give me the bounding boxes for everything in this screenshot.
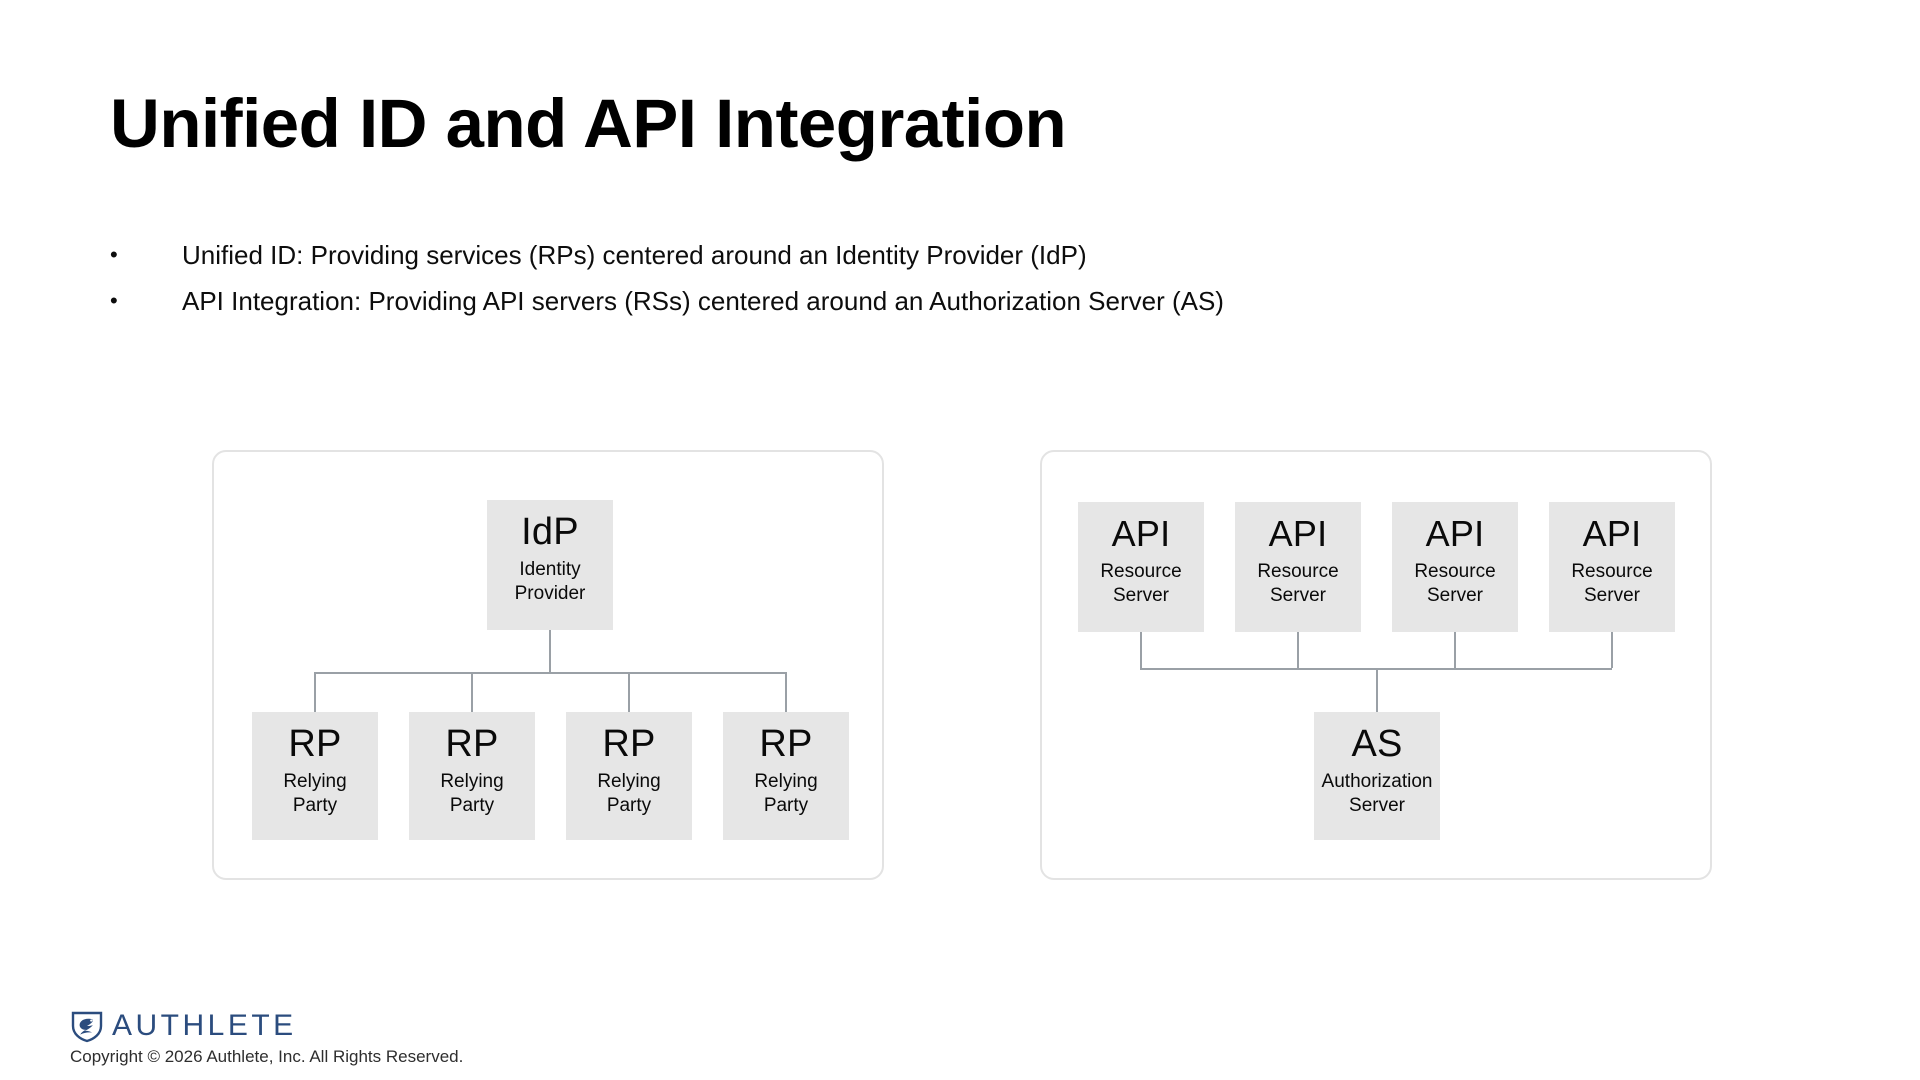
node-rp-4-abbr: RP — [759, 723, 813, 765]
unified-id-diagram: IdP Identity Provider RP Relying Party R… — [214, 452, 882, 878]
bullet-marker-icon: • — [110, 242, 118, 267]
brand-logo: AUTHLETE — [70, 1008, 770, 1044]
node-api-1-subtitle: Resource Server — [1100, 561, 1182, 606]
node-rp-2: RP Relying Party — [409, 712, 535, 840]
bullet-text-1: Unified ID: Providing services (RPs) cen… — [182, 240, 1087, 270]
node-rp-1: RP Relying Party — [252, 712, 378, 840]
node-idp-abbr: IdP — [521, 511, 579, 553]
authlete-shield-icon — [70, 1009, 104, 1043]
page-title: Unified ID and API Integration — [110, 85, 1067, 162]
unified-id-panel: IdP Identity Provider RP Relying Party R… — [212, 450, 884, 880]
node-rp-3-abbr: RP — [602, 723, 656, 765]
brand-logo-text: AUTHLETE — [112, 1009, 297, 1042]
node-api-2-abbr: API — [1268, 513, 1328, 554]
connector-drop-4 — [785, 672, 787, 712]
node-api-3-subtitle: Resource Server — [1414, 561, 1496, 606]
node-idp: IdP Identity Provider — [487, 500, 613, 630]
node-api-2: API Resource Server — [1235, 502, 1361, 632]
slide-footer: AUTHLETE Copyright © 2026 Authlete, Inc.… — [70, 1008, 770, 1068]
connector-drop-2 — [1297, 632, 1299, 668]
connector-root-stem — [549, 630, 551, 672]
node-api-4-subtitle: Resource Server — [1571, 561, 1653, 606]
node-rp-3: RP Relying Party — [566, 712, 692, 840]
bullet-marker-icon: • — [110, 288, 118, 313]
node-api-1-abbr: API — [1111, 513, 1171, 554]
node-as: AS Authorization Server — [1314, 712, 1440, 840]
node-as-abbr: AS — [1351, 723, 1403, 765]
connector-drop-1 — [1140, 632, 1142, 668]
api-integration-diagram: API Resource Server API Resource Server … — [1042, 452, 1710, 878]
node-rp-1-abbr: RP — [288, 723, 342, 765]
node-api-4-abbr: API — [1582, 513, 1642, 554]
node-rp-1-subtitle: Relying Party — [283, 771, 347, 816]
node-rp-2-subtitle: Relying Party — [440, 771, 504, 816]
node-as-subtitle: Authorization Server — [1321, 771, 1433, 816]
node-idp-subtitle: Identity Provider — [514, 559, 586, 604]
node-api-4: API Resource Server — [1549, 502, 1675, 632]
bullet-text-2: API Integration: Providing API servers (… — [182, 286, 1224, 316]
bullet-list: • Unified ID: Providing services (RPs) c… — [110, 232, 1610, 324]
node-rp-2-abbr: RP — [445, 723, 499, 765]
copyright-text: Copyright © 2026 Authlete, Inc. All Righ… — [70, 1047, 464, 1066]
node-rp-4-subtitle: Relying Party — [754, 771, 818, 816]
node-api-3: API Resource Server — [1392, 502, 1518, 632]
connector-drop-3 — [1454, 632, 1456, 668]
connector-drop-3 — [628, 672, 630, 712]
bullet-item-2: • API Integration: Providing API servers… — [110, 278, 1610, 324]
node-api-1: API Resource Server — [1078, 502, 1204, 632]
connector-bus — [314, 672, 786, 674]
node-api-3-abbr: API — [1425, 513, 1485, 554]
connector-drop-1 — [314, 672, 316, 712]
bullet-item-1: • Unified ID: Providing services (RPs) c… — [110, 232, 1610, 278]
node-rp-3-subtitle: Relying Party — [597, 771, 661, 816]
node-rp-4: RP Relying Party — [723, 712, 849, 840]
node-api-2-subtitle: Resource Server — [1257, 561, 1339, 606]
connector-drop-2 — [471, 672, 473, 712]
connector-root-stem — [1376, 668, 1378, 712]
connector-drop-4 — [1611, 632, 1613, 668]
api-integration-panel: API Resource Server API Resource Server … — [1040, 450, 1712, 880]
